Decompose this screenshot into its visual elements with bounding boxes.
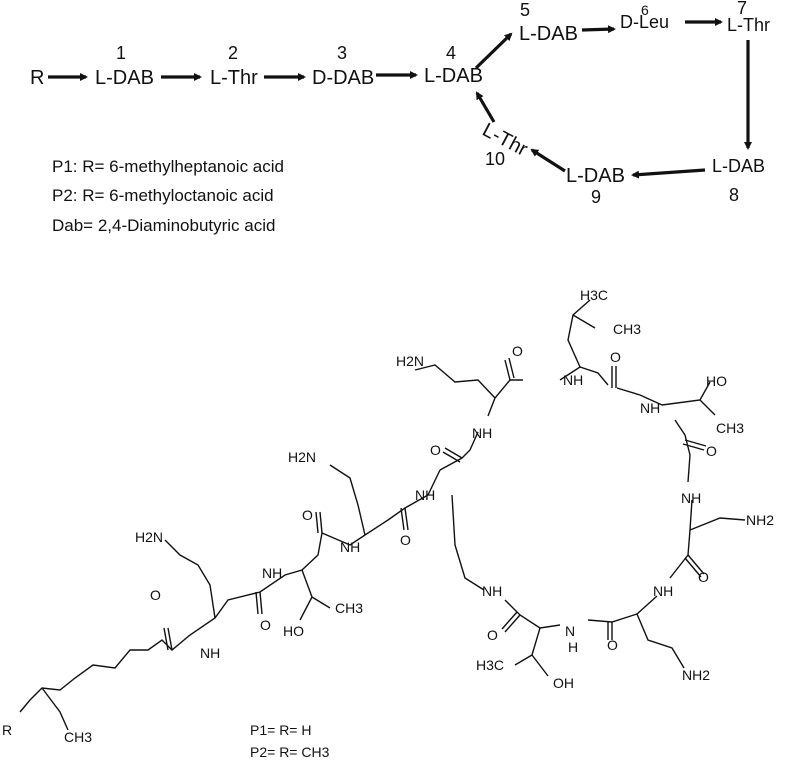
label-o-3: O: [706, 443, 717, 459]
residue-9-number: 9: [591, 187, 601, 207]
label-o-9: O: [260, 617, 271, 633]
label-nh-8: NH: [482, 583, 502, 599]
residue-4-name: L-DAB: [424, 65, 483, 87]
label-o-4: O: [430, 442, 441, 458]
residue-6-name: D-Leu: [620, 12, 669, 32]
tail-dab-side-chain-1: [329, 464, 366, 536]
tail-carbonyl-2: [315, 511, 323, 534]
label-h-ring: H: [568, 639, 578, 655]
label-h2n-top: H2N: [396, 353, 424, 369]
label-h2n-left: H2N: [135, 529, 163, 545]
residue-2-number: 2: [228, 43, 238, 63]
label-h3c-bottom: H3C: [476, 657, 504, 673]
label-o-7: O: [698, 569, 709, 585]
label-ch3-branch: CH3: [64, 729, 92, 745]
arrow-10-to-4: [475, 91, 496, 123]
label-ch3-tail: CH3: [335, 600, 363, 616]
leucine-side-chain: [567, 299, 596, 368]
residue-1-number: 1: [116, 43, 126, 63]
label-n-ring: N: [565, 623, 575, 639]
legend-p2: P2: R= 6-methyloctanoic acid: [52, 186, 274, 205]
footnote-p2: P2= R= CH3: [250, 744, 330, 760]
label-o-8: O: [150, 587, 161, 603]
residue-4-number: 4: [446, 43, 456, 63]
residue-3-name: D-DAB: [312, 67, 374, 89]
residue-5-name: L-DAB: [519, 23, 578, 45]
label-h3c-leu: H3C: [580, 287, 608, 303]
label-ho-top: HO: [706, 373, 727, 389]
label-nh-7: NH: [262, 565, 282, 581]
residue-2-name: L-Thr: [210, 67, 258, 89]
linear-tail-bonds: [19, 469, 441, 713]
carbonyl-7: [442, 447, 463, 463]
label-h2n-mid: H2N: [288, 449, 316, 465]
carbonyl-2: [504, 357, 515, 381]
tail-carbonyl-1: [400, 507, 409, 531]
residue-9-name: L-DAB: [566, 165, 625, 187]
carbonyl-4: [684, 554, 705, 578]
label-nh2-right: NH2: [746, 512, 774, 528]
label-o-10: O: [607, 637, 618, 653]
label-o-6: O: [400, 532, 411, 548]
label-nh-2: NH: [640, 400, 660, 416]
residue-8-name: L-DAB: [712, 156, 765, 176]
label-r: R: [2, 722, 12, 738]
label-oh-bottom: OH: [553, 675, 574, 691]
tail-threonine-side-chain: [299, 569, 331, 621]
label-nh-4: NH: [415, 487, 435, 503]
residue-7-name: L-Thr: [727, 15, 770, 35]
label-ho-tail: HO: [283, 623, 304, 639]
arrow-4-to-5: [474, 32, 513, 70]
tail-carbonyl-4: [163, 627, 173, 651]
residue-1-name: L-DAB: [95, 67, 154, 89]
footnote-p1: P1= R= H: [250, 722, 311, 738]
dab-side-chain-top: [414, 364, 496, 399]
chemical-structure: H2N H3C CH3 O O NH HO CH3 NH NH O O H2N …: [2, 287, 774, 745]
label-nh-9: NH: [653, 583, 673, 599]
residue-5-number: 5: [520, 0, 530, 20]
dab-side-chain-bottom: [636, 613, 685, 669]
arrow-8-to-9: [631, 168, 706, 179]
threonine-side-chain-top: [661, 381, 716, 416]
carbonyl-6: [501, 611, 521, 633]
residue-10-number: 10: [485, 149, 505, 169]
legend-dab: Dab= 2,4-Diaminobutyric acid: [52, 216, 275, 235]
residue-6-number: 6: [641, 2, 649, 18]
label-ch3-leu: CH3: [613, 321, 641, 337]
legend-p1: P1: R= 6-methylheptanoic acid: [52, 157, 284, 176]
label-ch3-thr: CH3: [716, 420, 744, 436]
carbonyl-1: [611, 366, 617, 388]
dab-side-chain-right: [689, 517, 746, 531]
tail-dab-side-chain-2: [164, 539, 216, 619]
label-o-2: O: [610, 349, 621, 365]
label-nh2-bottom: NH2: [682, 667, 710, 683]
label-nh-6: NH: [340, 539, 360, 555]
label-nh-1: NH: [563, 372, 583, 388]
peptide-scheme: R 1 L-DAB 2 L-Thr 3 D-DAB 4 L-DAB 5 L-DA…: [30, 0, 770, 207]
residue-7-number: 7: [737, 0, 747, 18]
label-o-5: O: [302, 507, 313, 523]
legend: P1: R= 6-methylheptanoic acid P2: R= 6-m…: [52, 157, 284, 235]
residue-8-number: 8: [729, 185, 739, 205]
label-o-1: O: [512, 343, 523, 359]
residue-3-number: 3: [337, 43, 347, 63]
label-nh-5: NH: [681, 490, 701, 506]
scheme-start-r: R: [30, 67, 44, 89]
tail-methyl-branch: [41, 687, 69, 731]
threonine-side-chain-bottom: [514, 627, 549, 677]
structure-footnote: P1= R= H P2= R= CH3: [250, 722, 330, 760]
label-o-11: O: [487, 627, 498, 643]
carbonyl-3: [682, 439, 707, 451]
arrow-9-to-10: [530, 148, 566, 173]
label-nh-3: NH: [472, 425, 492, 441]
tail-carbonyl-3: [255, 591, 263, 615]
carbonyl-5: [607, 622, 613, 640]
arrow-5-to-6: [581, 25, 616, 34]
label-nh-10: NH: [200, 645, 220, 661]
